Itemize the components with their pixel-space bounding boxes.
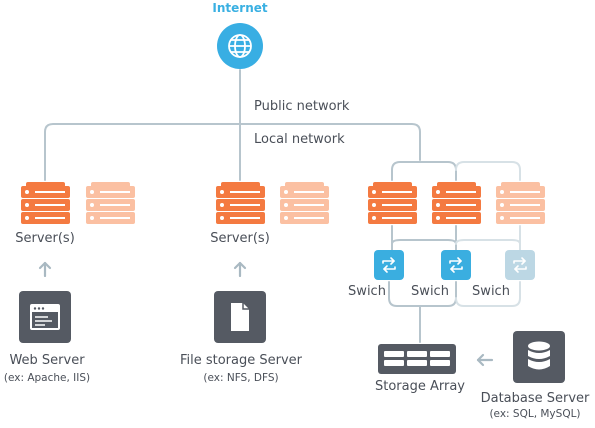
db-cluster-top-line	[391, 161, 457, 181]
db-switch-bus	[391, 239, 457, 251]
browser-window-icon	[30, 304, 60, 330]
web-server-label: Web Server	[9, 353, 85, 368]
web-server-examples: (ex: Apache, IIS)	[3, 372, 91, 384]
public-network-label: Public network	[254, 99, 350, 114]
public-local-bus-line	[44, 123, 421, 181]
storage-array-label: Storage Array	[374, 379, 466, 394]
file-server-secondary[interactable]	[280, 182, 329, 224]
file-storage-server-examples: (ex: NFS, DFS)	[203, 372, 279, 384]
switch-arrows-icon	[382, 257, 396, 273]
switch-1-label: Swich	[348, 284, 386, 299]
switch-3[interactable]	[505, 250, 535, 280]
db-server-1[interactable]	[368, 182, 417, 224]
switch-storage-link-passive	[455, 281, 521, 307]
file-server-primary[interactable]	[216, 182, 265, 224]
switch-arrows-icon	[513, 257, 527, 273]
storage-array[interactable]	[378, 344, 456, 374]
arrow-left-icon	[476, 353, 494, 367]
file-storage-server-label: File storage Server	[179, 353, 303, 368]
arrow-up-icon	[38, 261, 52, 277]
web-server-primary[interactable]	[21, 182, 70, 224]
db-server-2[interactable]	[432, 182, 481, 224]
internet-globe[interactable]	[217, 23, 263, 69]
database-server-tile[interactable]	[513, 331, 565, 383]
local-network-label: Local network	[254, 132, 345, 147]
switch-2[interactable]	[441, 250, 471, 280]
document-icon	[231, 303, 249, 331]
web-servers-label: Server(s)	[15, 231, 75, 246]
file-storage-server-tile[interactable]	[214, 291, 266, 343]
switch-2-label: Swich	[411, 284, 449, 299]
db-switch-bus-passive	[455, 239, 521, 251]
web-server-tile[interactable]	[19, 291, 71, 343]
switch-arrows-icon	[449, 257, 463, 273]
internet-title: Internet	[212, 1, 268, 15]
file-servers-label: Server(s)	[210, 231, 270, 246]
database-icon	[528, 341, 550, 370]
arrow-up-icon	[233, 261, 247, 277]
db-server-3[interactable]	[496, 182, 545, 224]
web-server-secondary[interactable]	[86, 182, 135, 224]
database-server-examples: (ex: SQL, MySQL)	[489, 408, 581, 420]
storage-array-icon	[384, 351, 450, 366]
switch-3-label: Swich	[472, 284, 510, 299]
switch-1[interactable]	[374, 250, 404, 280]
globe-icon	[228, 34, 252, 58]
db-cluster-top-line-passive	[455, 161, 521, 181]
database-server-label: Database Server	[480, 391, 590, 406]
